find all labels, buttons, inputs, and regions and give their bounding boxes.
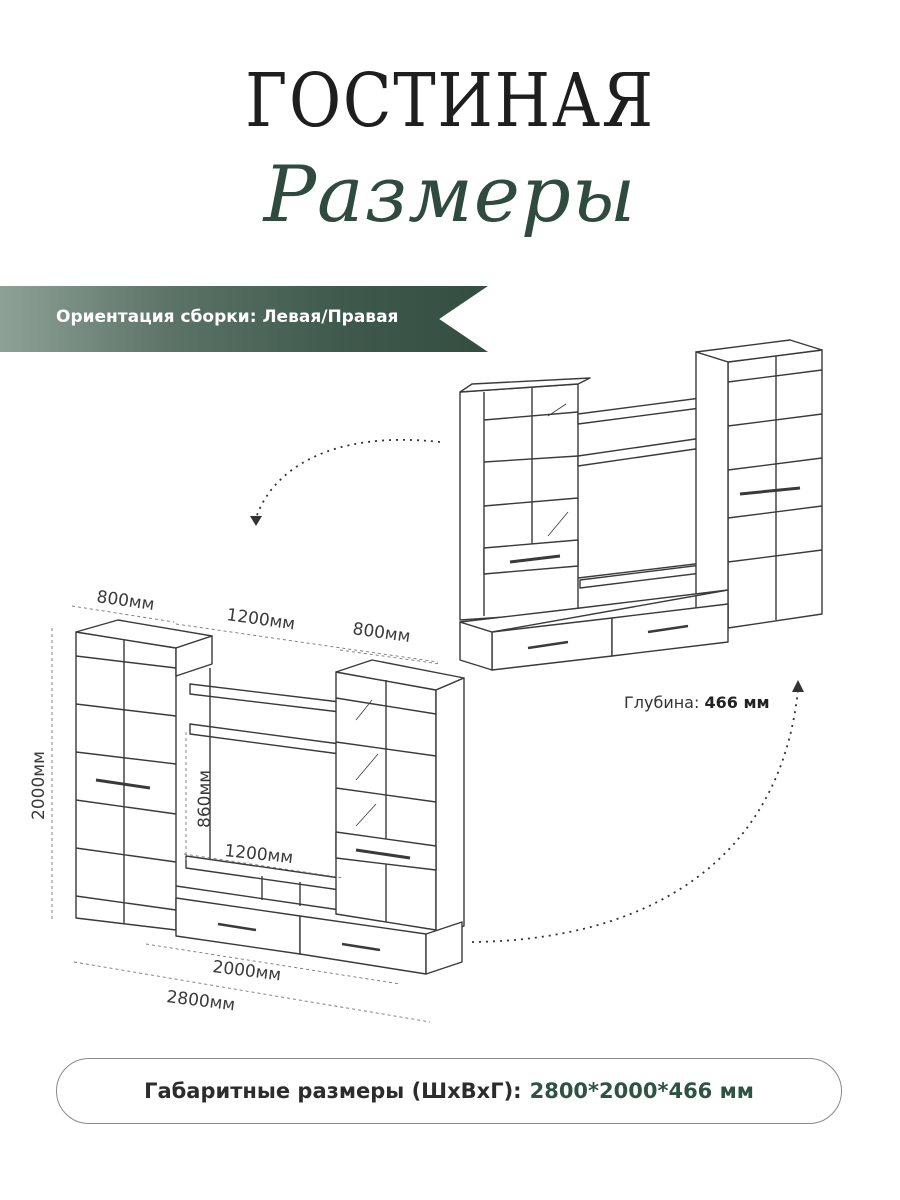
arrow-bottom bbox=[471, 689, 799, 943]
small-view bbox=[459, 339, 823, 671]
large-view bbox=[75, 619, 465, 975]
overall-dimensions-label: Габаритные размеры (ШхВхГ): bbox=[144, 1079, 522, 1103]
dim-total-width: 2800мм bbox=[165, 987, 236, 1015]
page-subtitle: Размеры bbox=[263, 150, 637, 240]
dim-right-width: 800мм bbox=[351, 619, 411, 647]
dim-middle-width: 1200мм bbox=[225, 605, 296, 634]
depth-label: Глубина: 466 мм bbox=[624, 693, 770, 712]
orientation-text: Ориентация сборки: Левая/Правая bbox=[56, 307, 399, 327]
page-title: ГОСТИНАЯ bbox=[245, 58, 655, 144]
depth-label-text: Глубина: bbox=[624, 693, 700, 712]
overall-dimensions-box: Габаритные размеры (ШхВхГ): 2800*2000*46… bbox=[56, 1058, 842, 1124]
arrow-top bbox=[255, 438, 441, 519]
orientation-ribbon: Ориентация сборки: Левая/Правая bbox=[0, 286, 488, 352]
depth-value: 466 мм bbox=[704, 693, 770, 712]
dim-height: 2000мм bbox=[29, 751, 49, 820]
dimension-lines bbox=[51, 605, 441, 1023]
overall-dimensions-value: 2800*2000*466 мм bbox=[529, 1079, 754, 1103]
dim-shelf-height: 860мм bbox=[195, 770, 215, 828]
dim-base-width: 2000мм bbox=[211, 957, 282, 985]
